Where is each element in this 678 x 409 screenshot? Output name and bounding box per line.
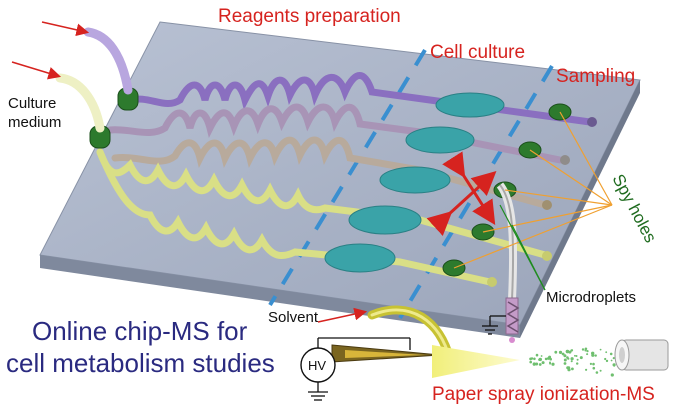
channels: [96, 72, 594, 286]
title-line-2: cell metabolism studies: [6, 348, 275, 378]
spray-droplet: [544, 357, 548, 361]
spray-droplet: [570, 349, 573, 352]
spray-droplet: [612, 357, 615, 360]
spray-droplet: [566, 356, 569, 359]
spray-droplet: [584, 349, 587, 352]
spray-droplet: [536, 354, 538, 357]
spray-droplet: [529, 360, 532, 364]
spray-droplet: [575, 355, 578, 357]
spray-droplet: [576, 358, 579, 361]
spray-droplet: [605, 359, 609, 363]
spray-droplet: [535, 363, 538, 366]
spray-droplet: [610, 359, 613, 362]
spray-droplet: [533, 357, 536, 361]
channel-5: [96, 148, 494, 286]
spray-droplet: [604, 357, 607, 361]
spray-droplet: [599, 369, 602, 372]
spray-droplet: [574, 354, 576, 357]
inlet-ports: [89, 87, 139, 149]
spray-droplet: [538, 363, 542, 366]
spray-droplet: [576, 362, 579, 365]
divider-culture-sampling: [398, 64, 554, 320]
spray-droplet: [592, 366, 596, 370]
spray-droplet: [532, 362, 536, 366]
spray-droplet: [549, 362, 552, 365]
paper-clip-holder: [331, 344, 441, 363]
label-sampling: Sampling: [556, 66, 635, 87]
solvent-arrow: [317, 307, 368, 323]
chamber-5: [324, 243, 396, 273]
chamber-3: [379, 166, 451, 194]
channel-2: [106, 103, 564, 164]
chamber-4: [348, 205, 422, 235]
hv-circuit: [308, 337, 411, 401]
spray-droplet: [586, 350, 589, 353]
spray-droplet: [579, 356, 583, 360]
outlets: [487, 117, 597, 287]
spray-droplet: [609, 352, 613, 356]
spray-droplet: [595, 371, 599, 374]
label-culture-medium-1: Culture: [8, 95, 56, 112]
spray-droplet: [529, 357, 532, 361]
spy-hole-callouts: [453, 111, 613, 269]
chamber-1: [435, 92, 505, 118]
spray-droplet: [563, 358, 567, 362]
title-line-1: Online chip-MS for: [32, 316, 248, 346]
label-microdroplets: Microdroplets: [546, 289, 636, 306]
spray-droplet: [586, 353, 589, 356]
purple-tube: [83, 27, 133, 95]
spray-plume: [529, 347, 616, 377]
spray-droplet: [566, 366, 570, 370]
hv-source: [300, 347, 336, 383]
label-paper-spray: Paper spray ionization-MS: [432, 384, 655, 405]
spray-droplet: [561, 352, 565, 356]
chamber-2: [405, 126, 475, 154]
spray-droplet: [599, 348, 602, 351]
label-spy-holes: Spy holes: [608, 171, 660, 246]
spray-droplet: [563, 354, 567, 358]
sampling-needle: [496, 182, 520, 343]
spray-droplet: [549, 357, 552, 361]
spray-droplet: [538, 358, 541, 361]
inlet-tubes: [55, 27, 133, 133]
spray-droplet: [540, 355, 543, 357]
label-culture-medium-2: medium: [8, 114, 61, 131]
paper-tip: [432, 345, 520, 378]
spray-droplet: [594, 354, 597, 357]
spray-droplet: [605, 351, 608, 354]
spray-droplet: [554, 350, 558, 354]
label-reagents-preparation: Reagents preparation: [218, 6, 401, 27]
spray-droplet: [541, 361, 545, 365]
ground-symbol: [482, 315, 506, 335]
yellow-tube: [55, 73, 105, 133]
spray-droplet: [610, 373, 614, 377]
spray-droplet: [591, 353, 595, 357]
spray-droplet: [589, 362, 593, 365]
channel-1: [124, 72, 594, 126]
culture-chambers: [324, 92, 505, 273]
needle-movement-arrows: [426, 151, 497, 236]
spray-droplet: [581, 348, 585, 351]
channel-3: [111, 136, 549, 209]
ms-inlet: [614, 339, 669, 371]
spray-droplet: [563, 362, 567, 365]
spray-droplet: [613, 364, 616, 367]
channel-4: [96, 148, 549, 259]
spray-droplet: [585, 368, 588, 371]
spray-droplet: [570, 360, 573, 363]
label-hv: HV: [308, 358, 326, 373]
spray-droplet: [592, 362, 595, 366]
spray-droplet: [571, 367, 574, 371]
label-solvent: Solvent: [268, 309, 319, 326]
spray-droplet: [551, 362, 555, 366]
label-cell-culture: Cell culture: [430, 42, 525, 63]
spray-droplet: [558, 350, 563, 354]
spray-droplet: [565, 349, 570, 354]
inlet-arrows: [11, 21, 90, 80]
spray-droplet: [570, 357, 574, 361]
microdroplet-callouts: [499, 204, 546, 291]
spray-droplet: [548, 355, 552, 359]
